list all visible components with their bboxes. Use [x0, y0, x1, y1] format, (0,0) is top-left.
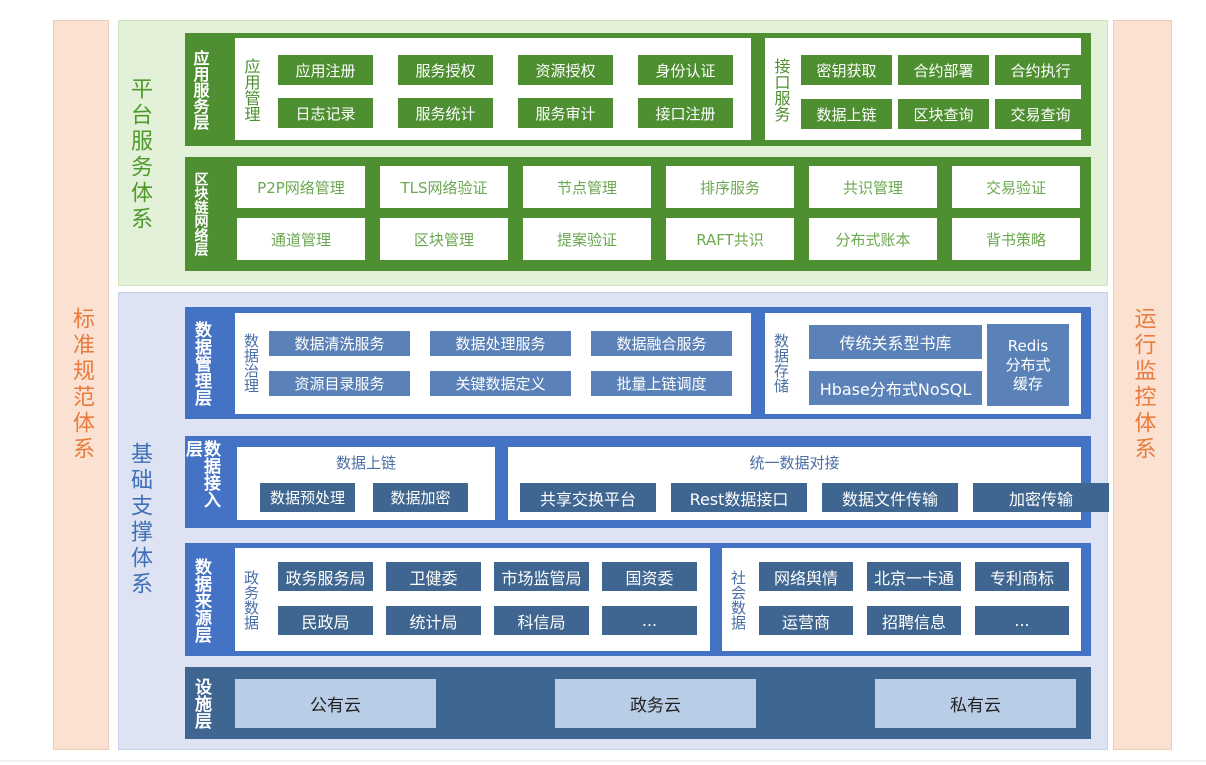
- app-management-item: 资源授权: [518, 55, 613, 85]
- infrastructure-item: 政务云: [555, 679, 756, 728]
- app-management-item: 日志记录: [278, 98, 373, 128]
- unified-data-title: 统一数据对接: [749, 454, 840, 472]
- interface-service-label: 接口服务: [771, 58, 791, 122]
- data-onchain-title: 数据上链: [335, 454, 396, 472]
- app-management-item: 接口注册: [638, 98, 733, 128]
- blockchain-network-layer-label: 区块链网络层: [192, 172, 209, 256]
- gov-data-item: 国资委: [602, 562, 697, 591]
- data-management-layer-label: 数据管理层: [191, 320, 211, 406]
- data-onchain-item: 数据加密: [373, 483, 468, 512]
- infrastructure-item: 公有云: [235, 679, 436, 728]
- app-management-label: 应用管理: [241, 58, 261, 122]
- interface-service-item: 密钥获取: [801, 55, 892, 85]
- app-management-item: 服务授权: [398, 55, 493, 85]
- blockchain-network-item: 提案验证: [523, 218, 651, 260]
- interface-service-item: 数据上链: [801, 99, 892, 129]
- social-data-item: 专利商标: [975, 562, 1069, 591]
- data-storage-item: 传统关系型书库: [809, 325, 982, 359]
- standards-system-label: 标准规范体系: [69, 307, 94, 463]
- data-storage-item: Hbase分布式NoSQL: [809, 371, 982, 405]
- social-data-item: 网络舆情: [759, 562, 853, 591]
- app-service-layer-label: 应用服务层: [190, 49, 210, 130]
- blockchain-network-item: 共识管理: [809, 166, 937, 208]
- gov-data-item: 卫健委: [386, 562, 481, 591]
- bottom-divider: [0, 760, 1206, 762]
- data-governance-item: 关键数据定义: [430, 371, 571, 396]
- infrastructure-layer-label: 设施层: [191, 677, 211, 729]
- data-access-layer-label: 数据接入层: [182, 440, 220, 508]
- base-support-title: 基础支撑体系: [127, 442, 152, 598]
- social-data-label: 社会数据: [729, 570, 747, 630]
- unified-data-item: Rest数据接口: [671, 483, 807, 512]
- social-data-item: 运营商: [759, 606, 853, 635]
- blockchain-network-item: 区块管理: [380, 218, 508, 260]
- monitoring-system-label: 运行监控体系: [1130, 307, 1156, 463]
- social-data-item: 北京一卡通: [867, 562, 961, 591]
- interface-service-item: 区块查询: [898, 99, 989, 129]
- infrastructure-item: 私有云: [875, 679, 1076, 728]
- data-governance-item: 数据处理服务: [430, 331, 571, 356]
- blockchain-network-item: 交易验证: [952, 166, 1080, 208]
- blockchain-network-item: 排序服务: [666, 166, 794, 208]
- data-governance-item: 资源目录服务: [269, 371, 410, 396]
- data-storage-label: 数据存储: [772, 333, 790, 393]
- blockchain-network-item: P2P网络管理: [237, 166, 365, 208]
- data-onchain-item: 数据预处理: [260, 483, 355, 512]
- interface-service-item: 合约部署: [898, 55, 989, 85]
- monitoring-system-column: 运行监控体系: [1113, 20, 1172, 750]
- blockchain-network-item: 背书策略: [952, 218, 1080, 260]
- standards-system-column: 标准规范体系: [53, 20, 109, 750]
- gov-data-item: ...: [602, 606, 697, 635]
- data-governance-item: 批量上链调度: [591, 371, 732, 396]
- data-governance-label: 数据治理: [242, 333, 260, 393]
- blockchain-network-item: RAFT共识: [666, 218, 794, 260]
- social-data-item: ...: [975, 606, 1069, 635]
- data-governance-item: 数据融合服务: [591, 331, 732, 356]
- gov-data-item: 政务服务局: [278, 562, 373, 591]
- gov-data-item: 民政局: [278, 606, 373, 635]
- app-management-item: 身份认证: [638, 55, 733, 85]
- unified-data-item: 数据文件传输: [822, 483, 958, 512]
- blockchain-network-item: 通道管理: [237, 218, 365, 260]
- interface-service-item: 交易查询: [995, 99, 1086, 129]
- platform-service-title: 平台服务体系: [127, 77, 152, 233]
- app-management-item: 服务审计: [518, 98, 613, 128]
- social-data-item: 招聘信息: [867, 606, 961, 635]
- app-management-item: 服务统计: [398, 98, 493, 128]
- blockchain-network-item: TLS网络验证: [380, 166, 508, 208]
- data-governance-box: [235, 313, 751, 414]
- interface-service-item: 合约执行: [995, 55, 1086, 85]
- gov-data-item: 科信局: [494, 606, 589, 635]
- gov-data-item: 统计局: [386, 606, 481, 635]
- unified-data-item: 加密传输: [973, 483, 1109, 512]
- blockchain-network-item: 节点管理: [523, 166, 651, 208]
- unified-data-item: 共享交换平台: [520, 483, 656, 512]
- blockchain-network-item: 分布式账本: [809, 218, 937, 260]
- redis-cache-box: Redis 分布式 缓存: [987, 324, 1069, 406]
- gov-data-label: 政务数据: [242, 570, 260, 630]
- data-governance-item: 数据清洗服务: [269, 331, 410, 356]
- app-management-item: 应用注册: [278, 55, 373, 85]
- gov-data-item: 市场监管局: [494, 562, 589, 591]
- data-source-layer-label: 数据来源层: [191, 557, 211, 643]
